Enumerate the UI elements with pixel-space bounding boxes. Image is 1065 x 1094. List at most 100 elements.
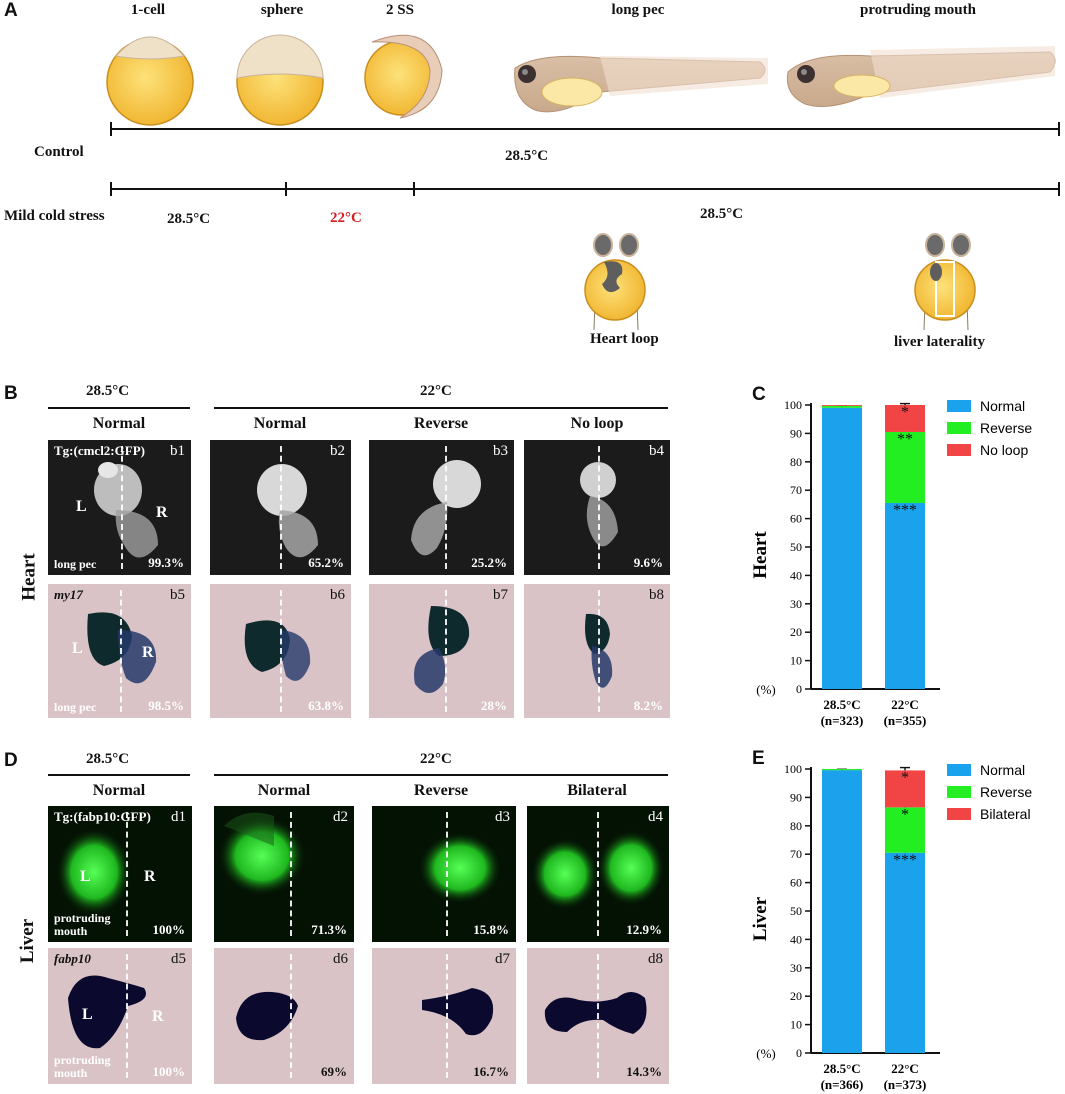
b4-id: b4 [649, 443, 664, 459]
stage-label-sphere: sphere [260, 2, 304, 18]
y-tick-label: 10 [790, 1018, 802, 1032]
b1-percentage: 99.3% [148, 555, 184, 570]
y-tick-label: 40 [790, 568, 802, 582]
image-d4: d4 12.9% [527, 806, 669, 942]
larva-long-pec [514, 55, 768, 113]
b3-id: b3 [493, 443, 508, 459]
d1-id: d1 [171, 809, 186, 825]
cold-temp-after: 28.5°C [700, 206, 744, 222]
d1-transgenic-label: Tg:(fabp10:GFP) [54, 809, 151, 824]
larva-protruding-mouth [786, 46, 1056, 107]
image-d3: d3 15.8% [372, 806, 516, 942]
d-control-bracket [48, 774, 190, 776]
b8-percentage: 8.2% [633, 698, 663, 713]
b1-right-marker: R [156, 504, 168, 521]
y-tick-label: 30 [790, 961, 802, 975]
legend-swatch [947, 400, 971, 412]
panel-a-letter: A [4, 0, 18, 21]
d2-midline [290, 812, 292, 936]
y-tick-label: 20 [790, 625, 802, 639]
d6-midline [290, 954, 292, 1078]
bar-normal [885, 852, 925, 1053]
d8-percentage: 14.3% [626, 1064, 662, 1079]
embryo-2ss [364, 34, 443, 119]
d5-id: d5 [171, 951, 186, 967]
bar-reverse [822, 769, 862, 771]
y-tick-label: 90 [790, 790, 802, 804]
y-tick-label: 70 [790, 483, 802, 497]
y-axis-label: Heart [750, 531, 771, 579]
stage-label-1-cell: 1-cell [130, 2, 166, 18]
d1-percentage: 100% [152, 922, 186, 937]
d6-percentage: 69% [321, 1064, 347, 1079]
cold-temp-before: 28.5°C [167, 211, 211, 227]
chart-c-heart: 0102030405060708090100Heart(%)28.5°C(n=3… [750, 398, 1032, 728]
x-tick-n-label: (n=366) [821, 1077, 864, 1092]
legend-swatch [947, 808, 971, 820]
y-tick-label: 40 [790, 932, 802, 946]
bar-no-loop [885, 405, 925, 432]
d6-id: d6 [333, 951, 348, 967]
image-b2: b2 65.2% [210, 440, 351, 575]
x-tick-label: 28.5°C [823, 697, 860, 712]
control-temperature: 28.5°C [505, 148, 549, 164]
d8-id: d8 [648, 951, 663, 967]
b4-midline [598, 446, 600, 569]
control-tick-end [1058, 122, 1060, 136]
d1-stage: protruding mouth [54, 911, 111, 938]
b-col-no-loop: No loop [570, 415, 624, 432]
d3-midline [446, 812, 448, 936]
liver-laterality-schematic [914, 233, 976, 331]
d1-right-marker: R [144, 868, 156, 885]
b-col-normal-control: Normal [92, 415, 146, 432]
d-col-reverse: Reverse [413, 782, 469, 799]
heart-loop-label: Heart loop [590, 331, 659, 347]
b6-midline [280, 590, 282, 712]
significance-marker: *** [893, 502, 917, 519]
b5-midline [120, 590, 122, 712]
d-cold-bracket [214, 774, 668, 776]
y-tick-label: 50 [790, 540, 802, 554]
d1-left-marker: L [80, 868, 91, 885]
significance-marker: * [901, 806, 909, 823]
image-b6: b6 63.8% [210, 584, 351, 718]
bar-normal [885, 502, 925, 689]
image-d2: d2 71.3% [214, 806, 354, 942]
stage-label-2ss: 2 SS [386, 2, 414, 18]
b-control-bracket [48, 407, 190, 409]
bar-normal [822, 407, 862, 689]
d1-midline [126, 812, 128, 936]
d-temp-cold: 22°C [420, 751, 452, 767]
legend-label: No loop [980, 442, 1028, 458]
d3-id: d3 [495, 809, 510, 825]
x-tick-label: 22°C [891, 1061, 919, 1076]
d4-percentage: 12.9% [626, 922, 662, 937]
y-unit-label: (%) [756, 682, 776, 697]
d5-left-marker: L [82, 1006, 93, 1023]
y-tick-label: 30 [790, 597, 802, 611]
significance-marker: *** [893, 852, 917, 869]
d7-midline [446, 954, 448, 1078]
image-d1: Tg:(fabp10:GFP) d1 L R protruding mouth … [48, 806, 192, 942]
d4-id: d4 [648, 809, 663, 825]
y-tick-label: 70 [790, 847, 802, 861]
y-tick-label: 100 [784, 762, 802, 776]
b1-left-marker: L [76, 498, 87, 515]
image-b7: b7 28% [369, 584, 514, 718]
x-tick-n-label: (n=355) [884, 713, 927, 728]
d-col-bilateral: Bilateral [567, 782, 627, 799]
d-row-label-liver: Liver [17, 918, 39, 964]
y-tick-label: 80 [790, 819, 802, 833]
b2-id: b2 [330, 443, 345, 459]
d5-right-marker: R [152, 1008, 164, 1025]
b5-percentage: 98.5% [148, 698, 184, 713]
bar-no-loop [822, 405, 862, 406]
stage-label-protruding-mouth: protruding mouth [859, 2, 976, 18]
b5-probe-label: my17 [54, 587, 83, 602]
b5-id: b5 [170, 587, 185, 603]
d8-midline [597, 954, 599, 1078]
b7-percentage: 28% [481, 698, 507, 713]
y-tick-label: 10 [790, 654, 802, 668]
b-temp-cold: 22°C [420, 383, 452, 399]
legend-label: Bilateral [980, 806, 1031, 822]
